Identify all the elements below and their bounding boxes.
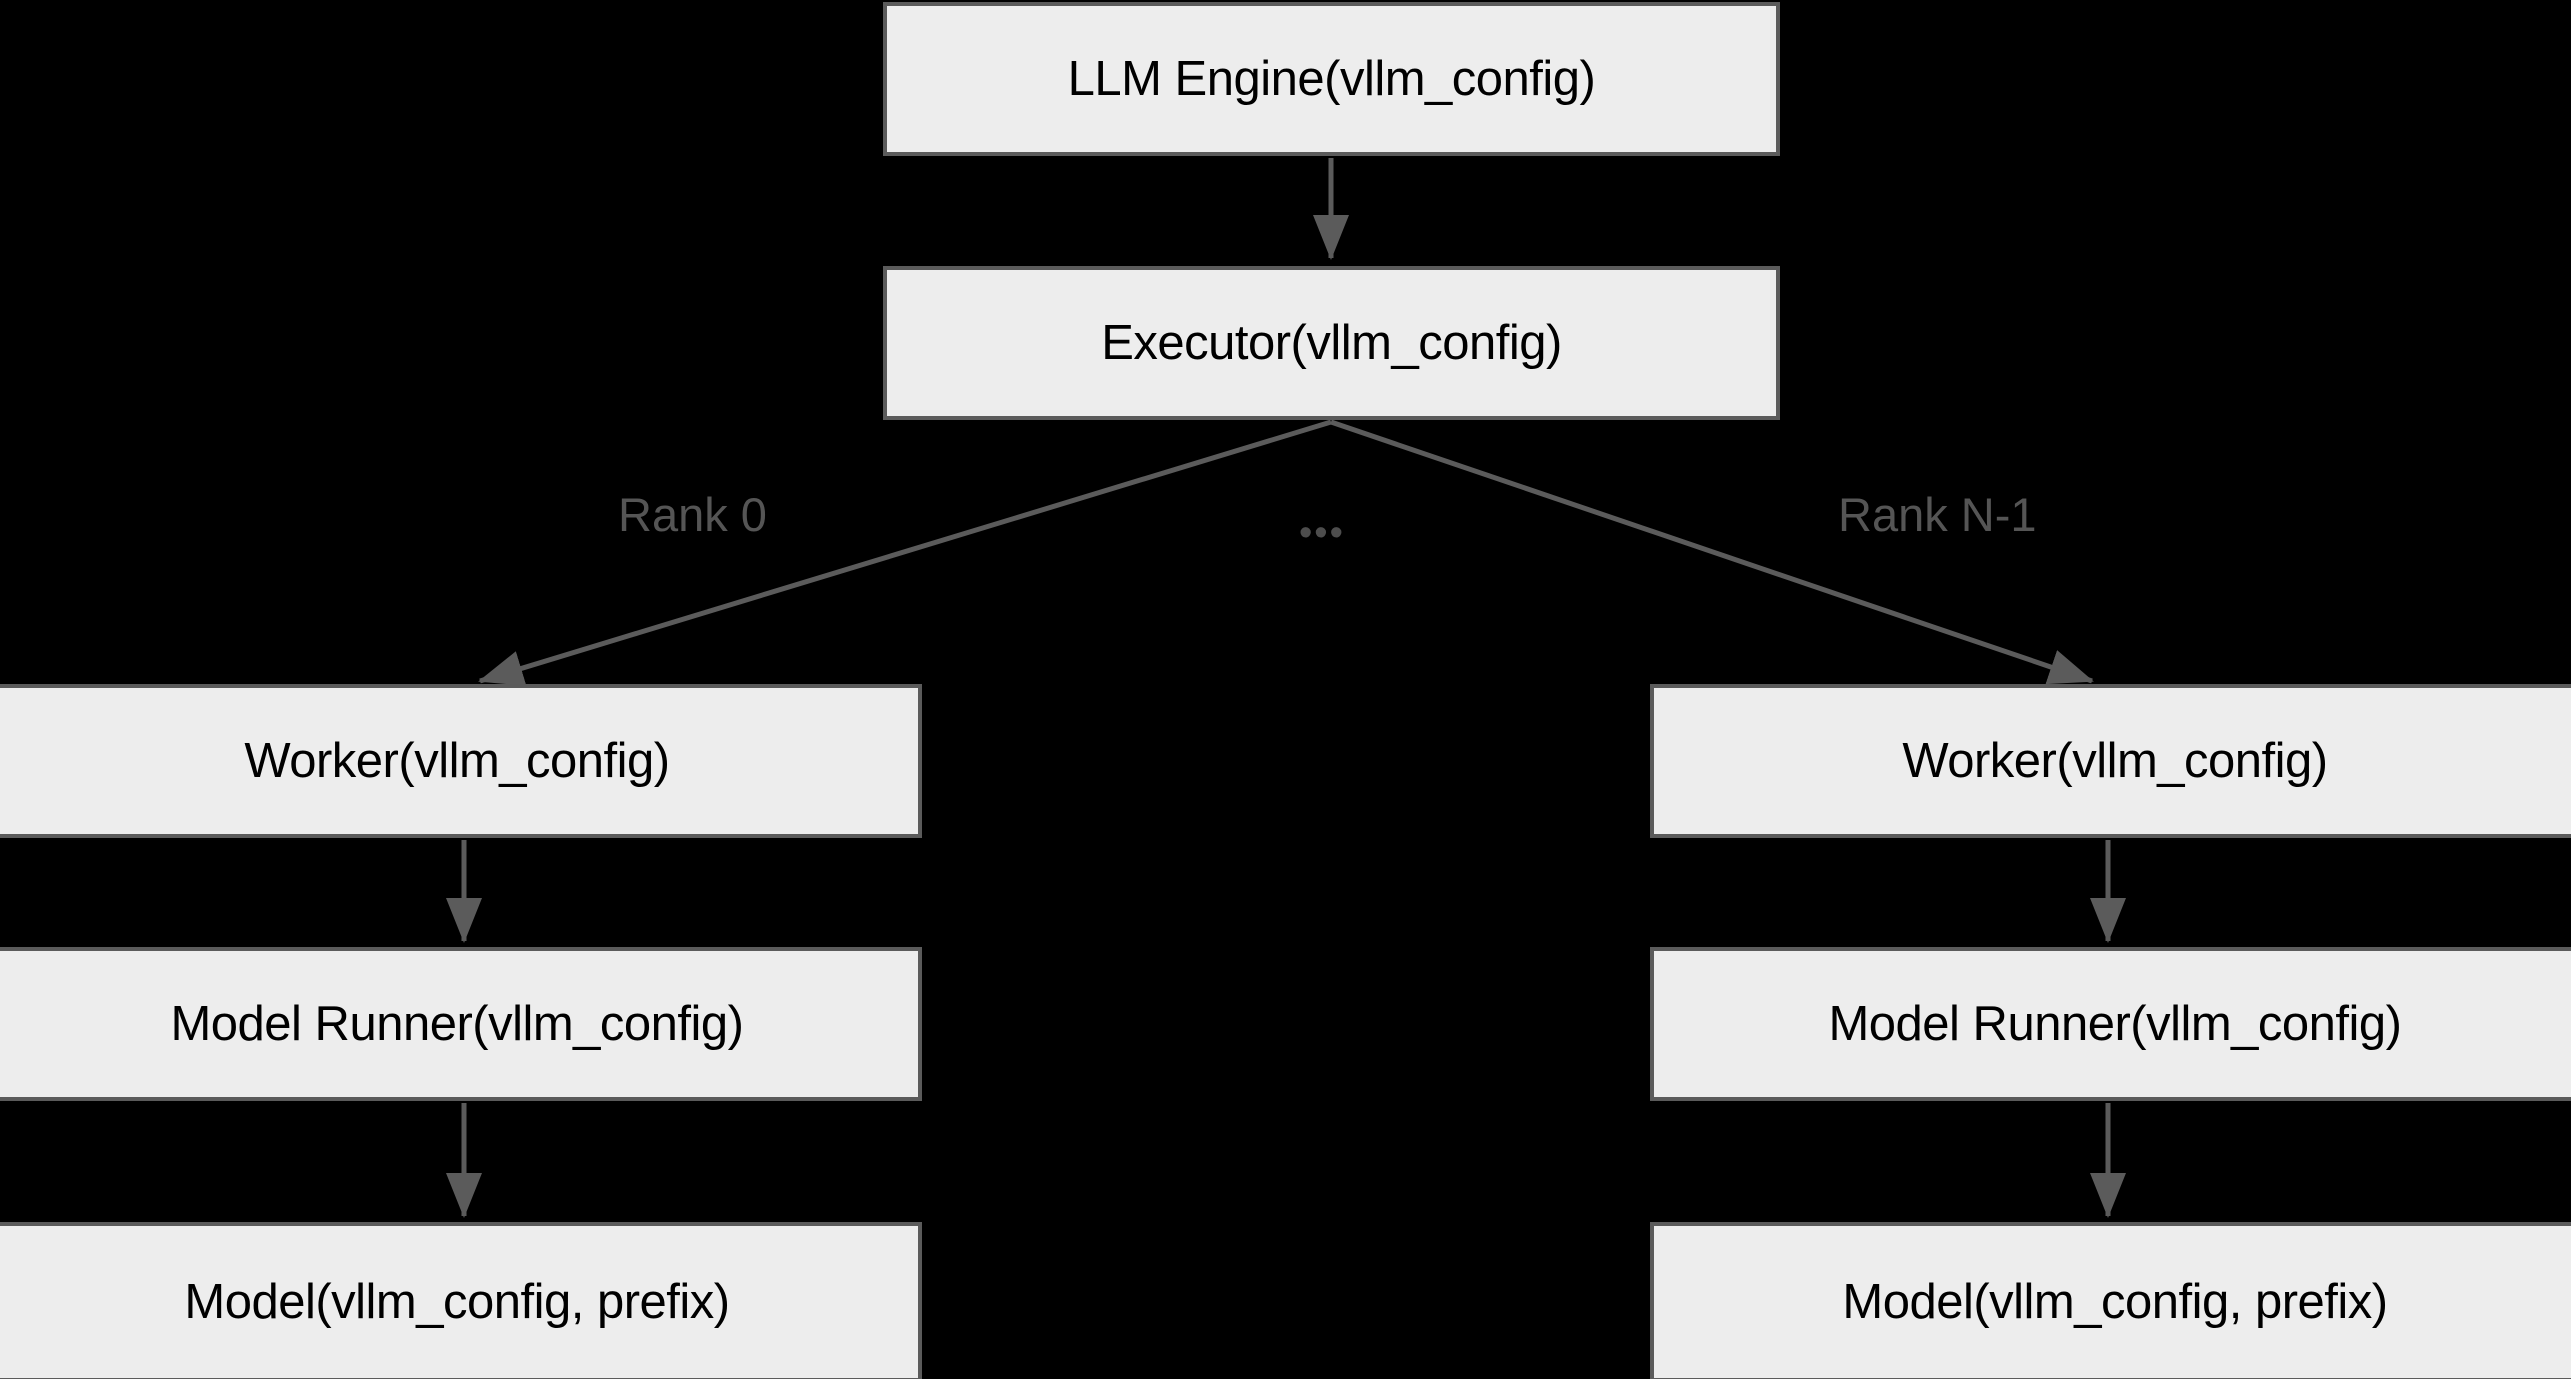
node-llm-engine-label: LLM Engine(vllm_config) (1067, 52, 1596, 106)
node-model-runner-rank0[interactable]: Model Runner(vllm_config) (0, 947, 922, 1101)
node-model-runner-rank0-label: Model Runner(vllm_config) (170, 997, 744, 1051)
node-llm-engine[interactable]: LLM Engine(vllm_config) (883, 2, 1780, 156)
edge-label-rank-0: Rank 0 (618, 488, 767, 541)
node-model-rankn-label: Model(vllm_config, prefix) (1842, 1275, 2388, 1329)
node-executor[interactable]: Executor(vllm_config) (883, 266, 1780, 420)
edge-executor-to-worker-rankn (1330, 419, 2094, 685)
node-worker-rankn[interactable]: Worker(vllm_config) (1650, 684, 2571, 838)
node-model-rank0[interactable]: Model(vllm_config, prefix) (0, 1222, 922, 1379)
node-worker-rank0-label: Worker(vllm_config) (244, 734, 670, 788)
edge-label-rank-n-minus-1: Rank N-1 (1838, 488, 2037, 541)
edge-executor-to-worker-rank0 (478, 419, 1332, 686)
node-model-runner-rankn[interactable]: Model Runner(vllm_config) (1650, 947, 2571, 1101)
node-worker-rank0[interactable]: Worker(vllm_config) (0, 684, 922, 838)
edge-label-ellipsis: ••• (1299, 512, 1345, 554)
node-model-rankn[interactable]: Model(vllm_config, prefix) (1650, 1222, 2571, 1379)
node-model-rank0-label: Model(vllm_config, prefix) (184, 1275, 730, 1329)
node-executor-label: Executor(vllm_config) (1101, 316, 1562, 370)
node-worker-rankn-label: Worker(vllm_config) (1902, 734, 2328, 788)
node-model-runner-rankn-label: Model Runner(vllm_config) (1828, 997, 2402, 1051)
